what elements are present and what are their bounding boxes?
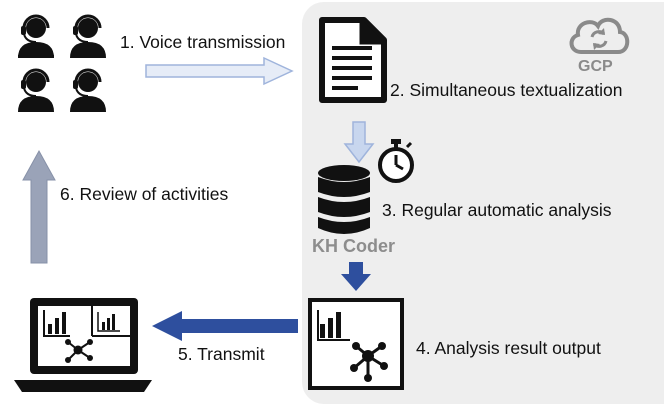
step-6-label: 6. Review of activities bbox=[60, 184, 229, 204]
voice-arrow bbox=[145, 56, 294, 86]
database-icon bbox=[318, 165, 370, 234]
textualization-arrow bbox=[343, 121, 375, 164]
step-4-label: 4. Analysis result output bbox=[416, 338, 601, 358]
analysis-output-icon bbox=[308, 298, 404, 390]
transmit-arrow bbox=[152, 311, 298, 341]
cloud-sync-icon bbox=[569, 17, 630, 54]
laptop-icon bbox=[14, 298, 152, 392]
operators-icon bbox=[18, 14, 106, 112]
step-5-label: 5. Transmit bbox=[178, 344, 265, 364]
step-3-label: 3. Regular automatic analysis bbox=[382, 200, 612, 220]
review-arrow bbox=[22, 149, 56, 264]
step-1-label: 1. Voice transmission bbox=[120, 32, 286, 52]
step-2-label: 2. Simultaneous textualization bbox=[390, 80, 623, 100]
document-icon bbox=[319, 17, 387, 103]
stopwatch-icon bbox=[378, 139, 414, 183]
tool-label: KH Coder bbox=[312, 236, 396, 256]
analysis-arrow bbox=[341, 262, 371, 291]
cloud-label: GCP bbox=[578, 58, 613, 75]
